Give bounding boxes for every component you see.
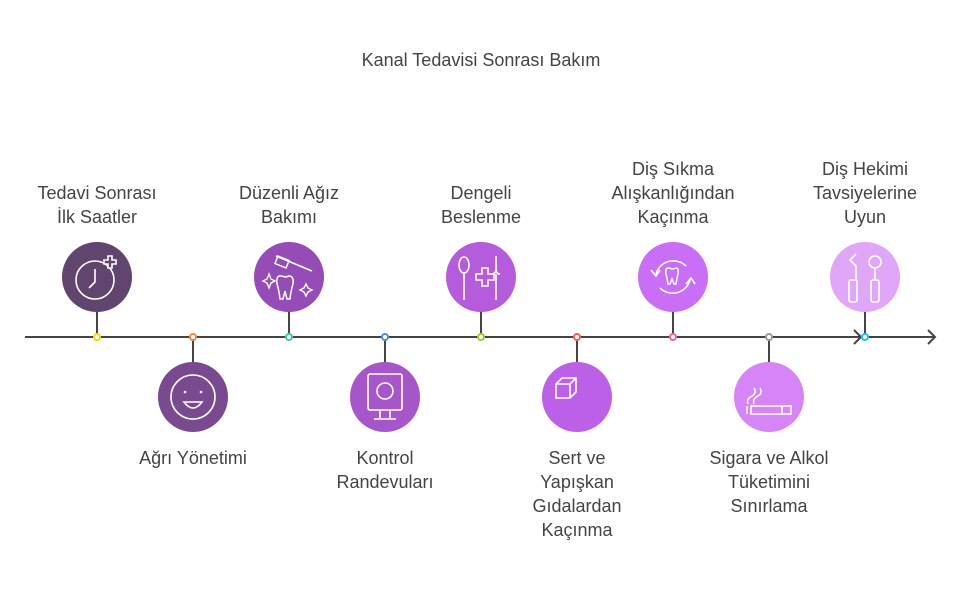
step-node [158, 362, 228, 432]
timeline-marker [765, 333, 773, 341]
arrow-head-icon [927, 329, 937, 345]
step-node [542, 362, 612, 432]
xray-monitor-icon [367, 373, 403, 420]
timeline-marker [669, 333, 677, 341]
timeline-marker [861, 333, 869, 341]
dental-tools-icon [848, 253, 882, 303]
step-label: Ağrı Yönetimi [139, 448, 247, 468]
toothbrush-tooth-icon [261, 255, 314, 300]
diagram-title: Kanal Tedavisi Sonrası Bakım [361, 50, 601, 70]
step-label: Diş Hekimi Tavsiyelerine Uyun [812, 159, 918, 227]
smile-face-icon [170, 374, 216, 420]
timeline-marker [189, 333, 197, 341]
step-label: Dengeli Beslenme [440, 183, 522, 227]
step-label: Sigara ve Alkol Tüketimini Sınırlama [709, 448, 829, 516]
timeline-marker [381, 333, 389, 341]
step-node [254, 242, 324, 312]
timeline-marker [285, 333, 293, 341]
step-node [638, 242, 708, 312]
timeline-marker [93, 333, 101, 341]
cube-icon [555, 377, 577, 399]
clock-plus-icon [75, 255, 117, 300]
step-node [350, 362, 420, 432]
step-label: Diş Sıkma Alışkanlığından Kaçınma [611, 159, 735, 227]
timeline-marker [573, 333, 581, 341]
step-label: Sert ve Yapışkan Gıdalardan Kaçınma [532, 448, 622, 540]
tooth-cycle-icon [650, 260, 696, 294]
timeline-marker [477, 333, 485, 341]
cigarette-icon [746, 387, 792, 415]
step-node [830, 242, 900, 312]
step-node [62, 242, 132, 312]
step-label: Düzenli Ağız Bakımı [238, 183, 340, 227]
step-label: Kontrol Randevuları [336, 448, 434, 492]
step-node [734, 362, 804, 432]
step-label: Tedavi Sonrası İlk Saatler [37, 183, 157, 227]
spoon-fork-plus-icon [458, 256, 501, 300]
step-node [446, 242, 516, 312]
